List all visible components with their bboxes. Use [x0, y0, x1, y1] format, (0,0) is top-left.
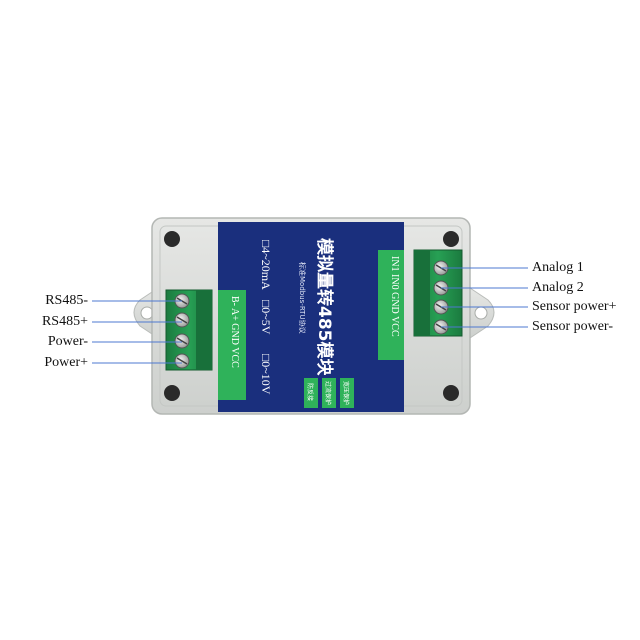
right-terminal-block [413, 249, 463, 337]
right-terminal-strip [378, 250, 404, 360]
left-terminal-block [165, 289, 213, 371]
callout-power-minus: Power- [47, 334, 88, 349]
badge-text: 防反接 [306, 383, 314, 401]
feature-badge [322, 378, 336, 408]
callout-rs485-plus: RS485+ [41, 314, 88, 329]
product-title: 模拟量转485模块 [314, 238, 335, 376]
left-leader-lines [92, 300, 182, 364]
range-option: □0~10V [259, 354, 273, 395]
corner-hole [164, 385, 180, 401]
callout-analog-2: Analog 2 [532, 280, 584, 295]
range-option: □4~20mA [259, 240, 273, 290]
callout-sensor-power-minus: Sensor power- [532, 319, 613, 334]
callout-power-plus: Power+ [44, 355, 88, 370]
left-terminal-strip [218, 290, 246, 400]
corner-hole [443, 231, 459, 247]
callout-analog-1: Analog 1 [532, 260, 584, 275]
left-terminal-text: B- A+ GND VCC [229, 296, 240, 368]
feature-badge [304, 378, 318, 408]
right-leader-lines [441, 267, 528, 328]
callout-sensor-power-plus: Sensor power+ [532, 299, 617, 314]
range-option: □0~5V [259, 300, 273, 335]
badge-text: 宽压保护 [342, 381, 350, 405]
mount-hole-left [140, 306, 154, 320]
mount-hole-right [474, 306, 488, 320]
badge-text: 过流保护 [324, 381, 332, 405]
callout-rs485-minus: RS485- [45, 293, 88, 308]
feature-badge [340, 378, 354, 408]
corner-hole [164, 231, 180, 247]
right-terminal-text: IN1 IN0 GND VCC [389, 256, 400, 337]
corner-hole [443, 385, 459, 401]
product-subtitle: 标准Modbus-RTU协议 [298, 262, 307, 334]
